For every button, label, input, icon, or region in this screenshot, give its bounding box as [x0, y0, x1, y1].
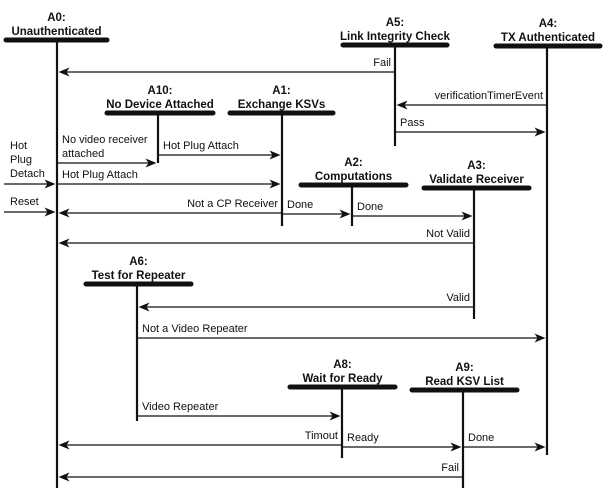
arrowhead	[329, 411, 341, 421]
transition-label: No video receiver	[62, 134, 148, 146]
arrowhead	[534, 333, 546, 343]
arrowhead	[58, 238, 70, 248]
transition-a8-to-a9: Ready	[342, 432, 462, 452]
state-name-label: Validate Receiver	[429, 174, 524, 186]
transition-label: Not Valid	[426, 228, 470, 240]
state-name-label: Computations	[315, 171, 392, 183]
arrowhead	[58, 208, 70, 218]
arrowhead	[534, 127, 546, 137]
arrowhead	[138, 302, 150, 312]
transition-label: attached	[62, 148, 104, 160]
transition-label: Not a Video Repeater	[142, 323, 248, 335]
transition-a9-to-a0: Fail	[58, 462, 463, 482]
arrowhead	[396, 100, 408, 110]
arrowhead	[534, 442, 546, 452]
transition-label: Valid	[446, 292, 470, 304]
arrowhead	[450, 442, 462, 452]
state-id-label: A3:	[467, 160, 486, 172]
external-event-reset: Reset	[4, 196, 56, 217]
arrowhead	[58, 440, 70, 450]
state-a8: A8: Wait for Ready	[287, 359, 398, 458]
arrowhead	[269, 150, 281, 160]
transition-label: Not a CP Receiver	[187, 198, 278, 210]
state-a6: A6: Test for Repeater	[83, 256, 194, 421]
state-id-label: A9:	[455, 362, 474, 374]
external-event-label: Hot	[10, 140, 27, 152]
state-name-label: Unauthenticated	[11, 26, 101, 38]
state-a9: A9: Read KSV List	[409, 362, 520, 488]
external-event-label: Detach	[10, 168, 45, 180]
transition-label: Hot Plug Attach	[163, 140, 239, 152]
transition-label: verificationTimerEvent	[435, 90, 543, 102]
transition-a1-to-a0: Not a CP Receiver	[58, 198, 282, 218]
state-id-label: A8:	[333, 359, 352, 371]
arrowhead	[461, 211, 473, 221]
state-name-label: Test for Repeater	[92, 270, 186, 282]
state-id-label: A1:	[272, 85, 291, 97]
state-name-label: Link Integrity Check	[340, 31, 451, 43]
transition-a8-to-a0: Timout	[58, 430, 342, 450]
transition-a3-to-a6: Valid	[138, 292, 474, 312]
transition-label: Timout	[305, 430, 338, 442]
transition-label: Video Repeater	[142, 401, 219, 413]
states-layer: A0: Unauthenticated A5: Link Integrity Chec…	[3, 12, 603, 488]
transition-label: Fail	[373, 57, 391, 69]
transition-a0-to-a1: Hot Plug Attach	[57, 169, 281, 189]
arrowhead	[145, 158, 157, 168]
transition-a0-to-a10: No video receiver attached	[57, 134, 157, 168]
transition-a1-to-a2: Done	[282, 199, 351, 219]
arrowhead	[44, 179, 56, 189]
arrowhead	[44, 207, 56, 217]
transition-label: Done	[287, 199, 313, 211]
transition-label: Done	[468, 432, 494, 444]
transition-label: Done	[357, 201, 383, 213]
external-event-label: Reset	[10, 196, 39, 208]
arrowhead	[339, 209, 351, 219]
state-id-label: A10:	[148, 85, 173, 97]
state-id-label: A4:	[539, 18, 558, 30]
state-a4: A4: TX Authenticated	[493, 18, 603, 455]
transition-a9-to-a4: Done	[463, 432, 546, 452]
transition-a5-to-a4: Pass	[395, 117, 546, 137]
transition-a3-to-a0: Not Valid	[58, 228, 474, 248]
transition-a5-to-a0: Fail	[58, 57, 395, 77]
state-id-label: A2:	[344, 157, 363, 169]
state-name-label: TX Authenticated	[501, 32, 595, 44]
arrowhead	[269, 179, 281, 189]
transition-a6-to-a4: Not a Video Repeater	[137, 323, 546, 343]
transition-a4-to-a5: verificationTimerEvent	[396, 90, 547, 110]
external-event-label: Plug	[10, 154, 32, 166]
transition-a6-to-a8: Video Repeater	[137, 401, 341, 421]
state-a0: A0: Unauthenticated	[3, 12, 110, 488]
state-a3: A3: Validate Receiver	[421, 160, 532, 319]
arrowhead	[58, 67, 70, 77]
state-id-label: A6:	[129, 256, 148, 268]
state-name-label: Exchange KSVs	[238, 99, 326, 111]
arrowhead	[58, 472, 70, 482]
state-a10: A10: No Device Attached	[104, 85, 216, 163]
transition-a10-to-a1: Hot Plug Attach	[158, 140, 281, 160]
transition-label: Hot Plug Attach	[62, 169, 138, 181]
state-a5: A5: Link Integrity Check	[340, 17, 451, 146]
state-id-label: A5:	[386, 17, 405, 29]
state-a1: A1: Exchange KSVs	[227, 85, 336, 226]
transition-label: Ready	[347, 432, 379, 444]
state-a2: A2: Computations	[298, 157, 409, 226]
transition-label: Pass	[400, 117, 425, 129]
state-name-label: Wait for Ready	[302, 373, 383, 385]
transition-label: Fail	[441, 462, 459, 474]
state-id-label: A0:	[47, 12, 66, 24]
state-name-label: Read KSV List	[425, 376, 504, 388]
state-name-label: No Device Attached	[106, 99, 214, 111]
transition-a2-to-a3: Done	[352, 201, 473, 221]
